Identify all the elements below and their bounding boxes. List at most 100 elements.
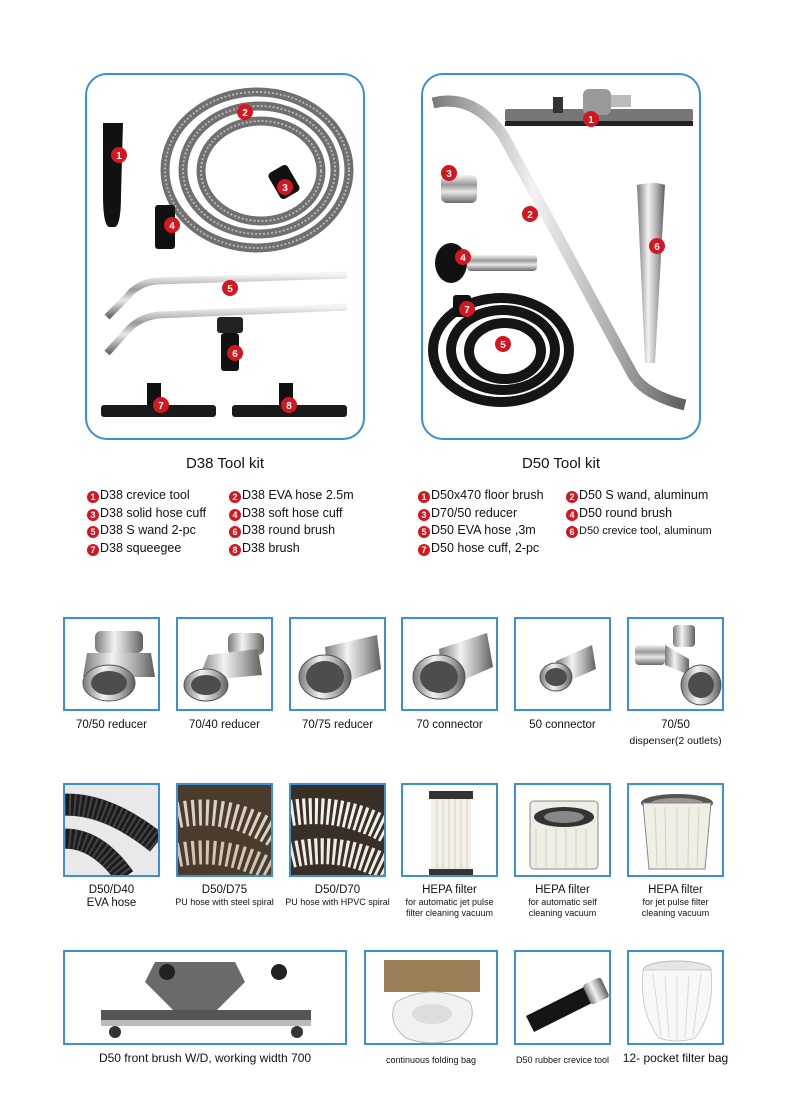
accessory-tile-hepa-jet-pulse-filter [627,783,724,877]
accessory-caption: 50 connector [529,719,596,731]
accessory-tile-folding-bag [364,950,498,1045]
accessory-tile-rubber-crevice-tool [514,950,611,1045]
svg-text:4: 4 [460,253,466,264]
dispenser-image [635,625,722,706]
d50-badge-5: 5 [495,336,511,352]
svg-text:8: 8 [286,401,292,412]
d38-kit-frame: 1 2 3 4 5 6 7 8 [85,73,365,440]
folding-bag-image [384,960,480,1043]
d50-badge-3: 3 [441,165,457,181]
d50-kit-frame: 1 2 3 4 5 6 7 [421,73,701,440]
accessory-tile-hepa-jet-pulse [401,783,498,877]
accessory-tile-70-connector [401,617,498,711]
d38-kit-illustration: 1 2 3 4 5 6 7 8 [101,87,354,417]
accessory-caption: 12- pocket filter bag [622,1051,729,1065]
d50-kit-title: D50 Tool kit [521,455,601,472]
d50-badge-2: 2 [522,206,538,222]
d38-badge-2: 2 [237,104,253,120]
accessory-caption: D50 front brush W/D, working width 700 [98,1051,312,1065]
svg-text:6: 6 [232,349,238,360]
accessory-tile-70-75-reducer [289,617,386,711]
connector-image [539,645,596,692]
d50-badge-6: 6 [649,238,665,254]
accessory-tile-50-connector [514,617,611,711]
accessory-caption: D50 rubber crevice tool [515,1055,610,1065]
svg-text:3: 3 [282,183,288,194]
reducer-image [183,633,264,702]
accessory-caption: 70/75 reducer [302,719,373,731]
d50-badge-1: 1 [583,111,599,127]
accessory-tile-pocket-filter-bag [627,950,724,1045]
svg-text:7: 7 [464,305,470,316]
accessory-caption: continuous folding bag [385,1055,477,1065]
accessory-caption: 70/40 reducer [189,719,260,731]
svg-text:4: 4 [169,221,175,232]
d38-kit-title: D38 Tool kit [185,455,265,472]
hepa-filter-image [429,791,473,875]
front-brush-image [101,962,311,1038]
pu-hose-image [291,785,384,875]
d38-badge-3: 3 [277,179,293,195]
accessory-tile-hepa-self-cleaning [514,783,611,877]
accessory-caption: 70 connector [416,719,483,731]
d50-badge-7: 7 [459,301,475,317]
svg-text:7: 7 [158,401,164,412]
hepa-filter-image [529,800,599,870]
svg-text:5: 5 [227,284,233,295]
svg-text:3: 3 [446,169,452,180]
d38-badge-6: 6 [227,345,243,361]
svg-text:1: 1 [116,151,122,162]
accessory-tile-pu-hose-hpvc [289,783,386,877]
svg-text:6: 6 [654,242,660,253]
d38-badge-4: 4 [164,217,180,233]
d38-badge-7: 7 [153,397,169,413]
pocket-filter-image [641,960,713,1042]
d50-kit-illustration: 1 2 3 4 5 6 7 [428,89,693,411]
accessory-tile-70-50-reducer [63,617,160,711]
accessory-caption: 70/50 reducer [76,719,147,731]
accessory-tile-eva-hose [63,783,160,877]
d38-badge-1: 1 [111,147,127,163]
accessory-tile-70-50-dispenser [627,617,724,711]
accessory-tile-pu-hose-steel [176,783,273,877]
svg-text:2: 2 [527,210,533,221]
crevice-tool-image [526,977,609,1032]
hepa-filter-image [641,794,713,870]
d38-badge-8: 8 [281,397,297,413]
reducer-image [82,631,155,702]
connector-image [412,633,493,700]
pu-hose-image [178,785,271,875]
svg-text:2: 2 [242,108,248,119]
eva-hose-image [65,785,158,875]
reducer-image [298,635,381,700]
accessory-tile-70-40-reducer [176,617,273,711]
svg-text:1: 1 [588,115,594,126]
d50-badge-4: 4 [455,249,471,265]
d38-badge-5: 5 [222,280,238,296]
svg-text:5: 5 [500,340,506,351]
